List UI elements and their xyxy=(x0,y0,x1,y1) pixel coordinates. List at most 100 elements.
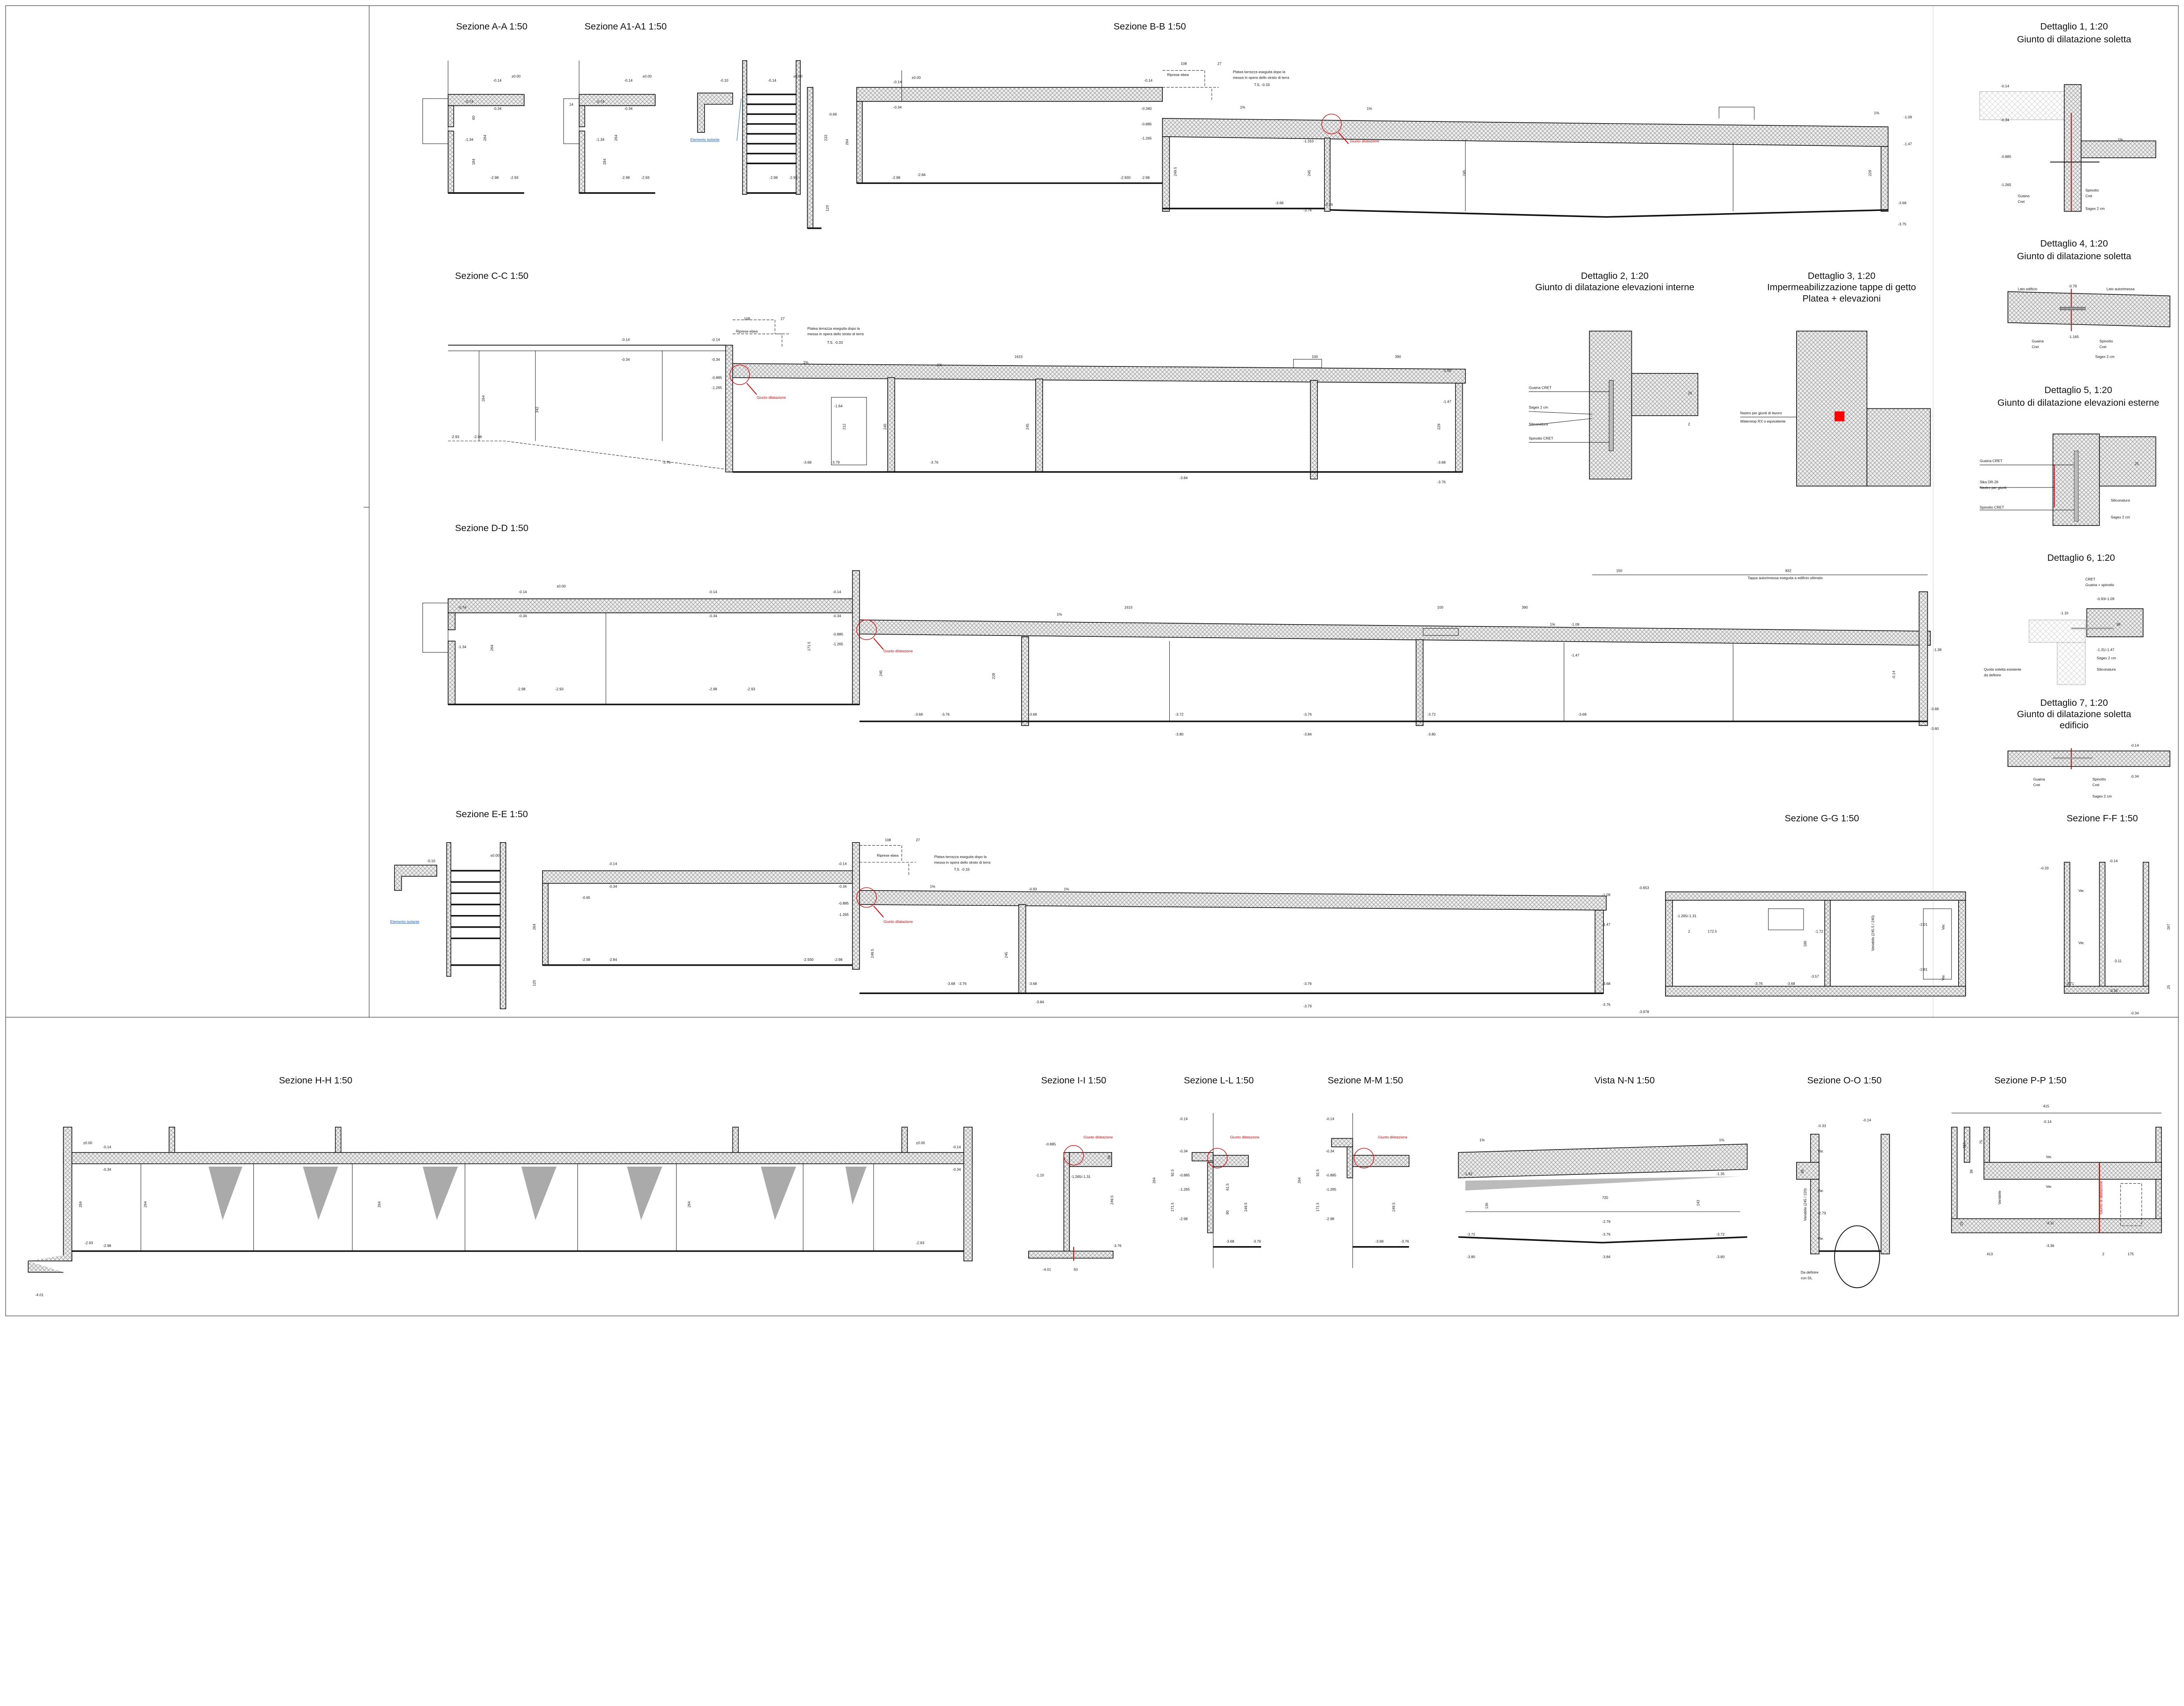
slope-bb-1: 1% xyxy=(1240,105,1246,109)
note-ts-ee: T.S. -0.33 xyxy=(954,867,970,872)
detail-5-label: Nastro per giunti xyxy=(1980,485,2007,490)
level-ee-label: -0.93 xyxy=(1029,887,1037,891)
section-d-d-drawing xyxy=(422,570,1931,726)
level-ll-label: -3.76 xyxy=(1253,1239,1261,1243)
level-pp-label: 175 xyxy=(2128,1252,2134,1256)
level-dd-label: -3.60 xyxy=(1930,726,1939,731)
level-oo-label: Var. xyxy=(1818,1188,1824,1193)
level-dd-label: -3.76 xyxy=(1303,712,1312,717)
level-ee-label: -2.930 xyxy=(803,957,814,962)
level-pp-label: 415 xyxy=(2043,1104,2049,1108)
level-ii-label: -1.10 xyxy=(1036,1173,1044,1178)
title-detail-2: Dettaglio 2, 1:20 xyxy=(1581,271,1648,281)
note-giunto-ee: Giunto dilatazione xyxy=(884,919,913,924)
note-platea-cc-2: messa in opera dello strato di terra xyxy=(807,332,864,336)
level-bb-label: -2.930 xyxy=(1120,176,1131,180)
level-ll-label: -3.68 xyxy=(1226,1239,1234,1243)
title-section-a-a: Sezione A-A 1:50 xyxy=(456,21,527,32)
level-ee-label: 249.5 xyxy=(870,949,874,958)
level-a1-label: 264 xyxy=(614,135,618,141)
level-dd-label: 1615 xyxy=(1124,605,1133,610)
level-hh-label: 264 xyxy=(687,1201,691,1207)
detail-5-label: Guaina CRET xyxy=(1980,459,2002,463)
level-pp-label: 25 xyxy=(1959,1222,1964,1226)
level-hh-label: -2.98 xyxy=(103,1243,111,1248)
detail-1-label: -0.34 xyxy=(2001,117,2009,122)
level-hh-label: -0.34 xyxy=(953,1167,961,1172)
detail-4-label: Sagex 2 cm xyxy=(2095,354,2115,359)
section-l-l-drawing xyxy=(1192,1113,1261,1268)
level-bb-label: -2.98 xyxy=(892,176,900,180)
level-pp-label: Var. xyxy=(2046,1184,2052,1188)
title-section-g-g: Sezione G-G 1:50 xyxy=(1785,813,1859,824)
level-bb-label: -0.66 xyxy=(829,112,837,117)
level-nn-label: 143 xyxy=(1696,1200,1700,1206)
note-giunto-ii: Giunto dilatazione xyxy=(1084,1135,1113,1139)
detail-6-label: -0.93/-1.09 xyxy=(2097,597,2115,601)
level-dd-label: ±0.00 xyxy=(556,584,566,588)
level-cc-label: 390 xyxy=(1395,354,1401,359)
subtitle-detail-4: Giunto di dilatazione soletta xyxy=(2017,251,2132,262)
detail-1-label: Cret xyxy=(2085,194,2092,198)
level-dd-label: -0.74 xyxy=(458,605,466,610)
level-dd-label: 245 xyxy=(878,670,883,676)
section-b-b-drawing xyxy=(807,70,1889,229)
level-bb-label: 229 xyxy=(1868,170,1872,176)
detail-4-label: Cret xyxy=(2032,345,2039,349)
level-oo-label: Var. xyxy=(1818,1149,1824,1153)
level-cc-label: -0.885 xyxy=(712,376,722,380)
level-pp-label: -3.11 xyxy=(2046,1221,2054,1225)
level-pp-label: 75 xyxy=(1979,1140,1984,1144)
level-a1-label: -0.34 xyxy=(624,107,632,111)
note-ts-bb: T.S. -0.33 xyxy=(1254,83,1270,87)
level-ee-label: 120 xyxy=(532,980,536,986)
section-c-c-drawing xyxy=(448,319,1466,480)
level-bb-label: -3.68 xyxy=(1898,201,1906,205)
subtitle-detail-2: Giunto di dilatazione elevazioni interne xyxy=(1535,282,1694,293)
title-detail-6: Dettaglio 6, 1:20 xyxy=(2047,553,2115,563)
detail-7-label: Cret xyxy=(2092,783,2099,787)
level-nn-label: -3.72 xyxy=(1716,1232,1724,1236)
level-ll-label: 264 xyxy=(1152,1177,1156,1183)
waterstop-marker xyxy=(1834,411,1845,421)
detail-4-label: Cret xyxy=(2099,345,2106,349)
level-nn-label: -3.76 xyxy=(1602,1232,1610,1236)
level-ee-label: -3.76 xyxy=(1602,1002,1610,1007)
note-giunto-bb: Giunto dilatazione xyxy=(1350,139,1379,143)
level-ll-label: 249.5 xyxy=(1244,1202,1248,1212)
note-giunto-pp: Giunto di dilatazione xyxy=(2099,1181,2103,1214)
level-nn-label: 720 xyxy=(1602,1195,1608,1200)
level-ff-label: -3.71 xyxy=(2066,981,2074,986)
level-cc-label: -1.265 xyxy=(712,385,722,390)
level-dd-label: -3.72 xyxy=(1427,712,1436,717)
level-gg-label: 186 xyxy=(1803,940,1807,946)
link-elemento-isolante-bb[interactable]: Elemento isolante xyxy=(691,138,720,142)
level-mm-label: 264 xyxy=(1297,1177,1301,1183)
level-gg-label: -3.68 xyxy=(1787,981,1795,986)
level-hh-label: -2.93 xyxy=(916,1240,924,1245)
level-st-label: -0.14 xyxy=(768,78,776,83)
level-ll-label: -0.885 xyxy=(1179,1173,1190,1178)
level-cc-label: -3.76 xyxy=(1437,480,1445,484)
level-cc-label: -0.14 xyxy=(712,338,720,342)
level-hh-label: -0.14 xyxy=(953,1145,961,1149)
level-ee-label: -3.76 xyxy=(958,981,967,986)
title-section-d-d: Sezione D-D 1:50 xyxy=(455,523,529,533)
title-section-c-c: Sezione C-C 1:50 xyxy=(455,271,529,281)
level-cc-label: -0.14 xyxy=(622,338,630,342)
link-elemento-isolante-ee[interactable]: Elemento isolante xyxy=(390,919,420,924)
note-giunto-mm: Giunto dilatazione xyxy=(1378,1135,1407,1139)
slope-bb-3: 1% xyxy=(1874,111,1880,115)
level-dd-label: -2.98 xyxy=(709,687,717,691)
level-cc-label: -1.09 xyxy=(1443,369,1451,373)
subtitle2-detail-7: edificio xyxy=(2060,720,2088,731)
note-platea-ee-2: messa in opera dello strato di terra xyxy=(934,860,991,864)
level-ee-label: -2.98 xyxy=(582,957,590,962)
level-ii-label: -1.265/-1.31 xyxy=(1071,1174,1091,1179)
slope-dd-2: 1% xyxy=(1550,622,1555,626)
level-ee-label: 27 xyxy=(916,838,920,842)
section-o-o-drawing xyxy=(1796,1133,1890,1288)
level-cc-label: -3.76 xyxy=(930,460,938,464)
